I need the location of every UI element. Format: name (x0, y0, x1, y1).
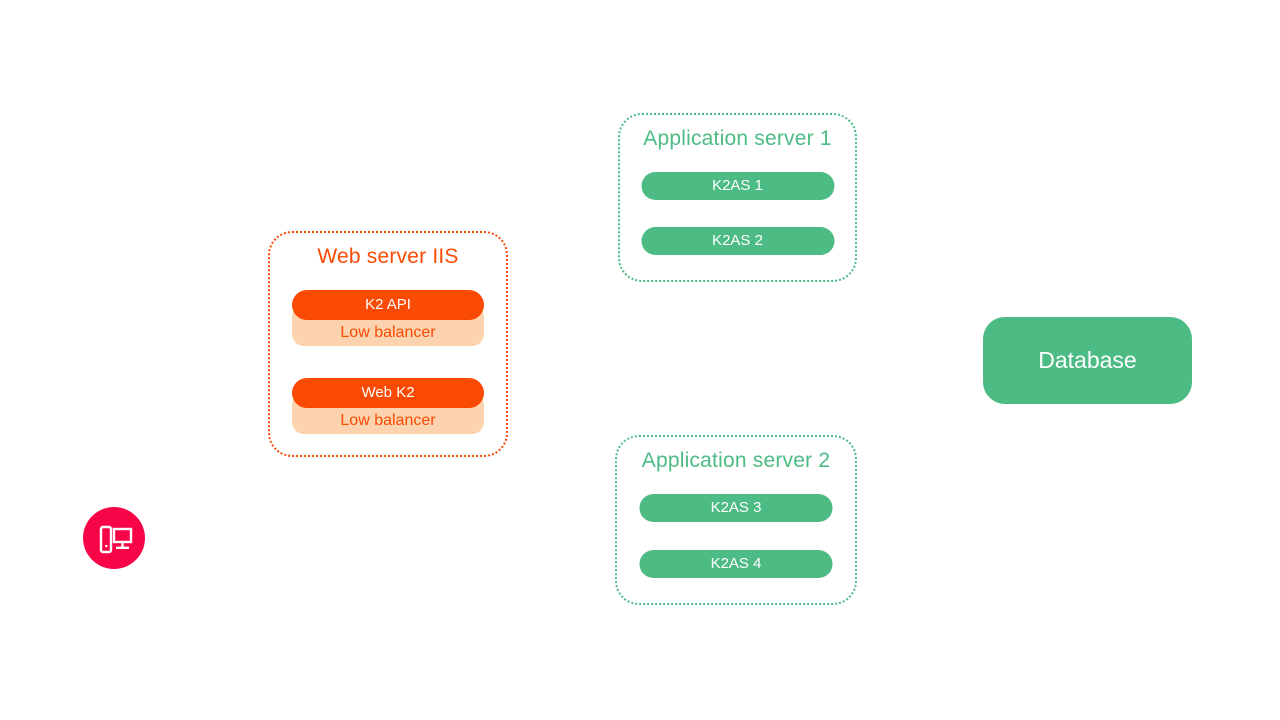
web-server-iis-title: Web server IIS (317, 245, 459, 268)
k2as-3-node: K2AS 3 (639, 494, 833, 522)
client-node (83, 507, 145, 569)
web-k2-node: Web K2 (292, 378, 484, 408)
k2as-2-node: K2AS 2 (641, 227, 834, 255)
web-server-iis-box: Web server IIS K2 API Low balancer Web K… (268, 231, 508, 457)
k2-api-node: K2 API (292, 290, 484, 320)
application-server-2-box: Application server 2 K2AS 3 K2AS 4 (615, 435, 857, 605)
k2as-4-node: K2AS 4 (639, 550, 833, 578)
database-node: Database (983, 317, 1192, 404)
desktop-computer-icon (83, 507, 145, 569)
k2-api-group: K2 API Low balancer (292, 290, 484, 346)
web-k2-group: Web K2 Low balancer (292, 378, 484, 434)
k2as-1-node: K2AS 1 (641, 172, 834, 200)
application-server-1-box: Application server 1 K2AS 1 K2AS 2 (618, 113, 857, 282)
application-server-2-title: Application server 2 (641, 449, 831, 472)
application-server-1-title: Application server 1 (643, 127, 832, 150)
